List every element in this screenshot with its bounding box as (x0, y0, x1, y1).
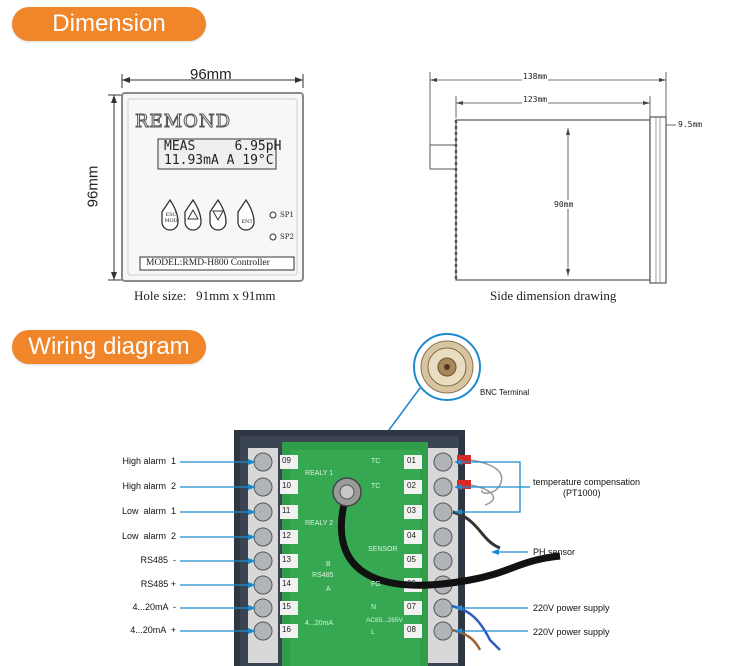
hole-size-caption: Hole size: 91mm x 91mm (134, 288, 276, 303)
board-right-text-tc1: TC (371, 458, 381, 465)
display-line-1: MEAS 6.95pH (164, 139, 282, 154)
board-left-text-realy1: REALY 1 (305, 470, 334, 477)
bnc-terminal-callout (357, 333, 481, 473)
terminal-11: 11 (282, 506, 291, 515)
board-right-text-n: N (371, 604, 377, 611)
board-left-text-realy2: REALY 2 (305, 520, 334, 527)
board-right-text-tc2: TC (371, 483, 381, 490)
terminal-12: 12 (282, 531, 291, 540)
side-dim-total: 138mm (522, 72, 549, 81)
model-plate: MODEL:RMD-H800 Controller (146, 258, 270, 268)
label-rs485-plus: RS485 + (140, 579, 176, 589)
dimension-section-title: Dimension (12, 7, 206, 41)
board-left-text-4-20ma: 4...20mA (305, 620, 334, 627)
label-power-supply-2: 220V power supply (533, 627, 610, 637)
terminal-01: 01 (407, 456, 416, 465)
front-buttons (161, 198, 255, 231)
terminal-09: 09 (282, 456, 291, 465)
label-low-alarm-2: Low alarm 2 (121, 531, 176, 541)
board-left-text-b: B (326, 561, 331, 568)
display-line-2: 11.93mA A 19°C (164, 153, 274, 168)
front-width-label: 96mm (190, 66, 232, 83)
terminal-10: 10 (282, 481, 291, 490)
indicator-sp1: SP1 (280, 211, 294, 219)
board-left-text-a: A (326, 586, 331, 593)
indicator-sp2: SP2 (280, 233, 294, 241)
terminal-05: 05 (407, 555, 416, 564)
label-bnc-terminal: BNC Terminal (480, 388, 530, 397)
label-high-alarm-2: High alarm 2 (122, 481, 176, 491)
right-leader-lines (454, 459, 530, 634)
terminal-13: 13 (282, 555, 291, 564)
terminal-04: 04 (407, 531, 416, 540)
label-4-20ma-plus: 4...20mA + (130, 625, 176, 635)
wiring-section-title: Wiring diagram (12, 330, 206, 364)
label-temp-compensation: temperature compensation (533, 477, 641, 487)
label-power-supply-1: 220V power supply (533, 603, 610, 613)
terminal-15: 15 (282, 602, 291, 611)
board-right-text-fg: FG (371, 581, 381, 588)
left-leader-lines (180, 459, 256, 634)
label-4-20ma-minus: 4...20mA - (132, 602, 176, 612)
board-left-text-rs485: RS485 (312, 572, 334, 579)
side-dim-body: 123mm (522, 95, 549, 104)
terminal-16: 16 (282, 625, 291, 634)
right-terminal-block (428, 448, 458, 663)
board-right-text-ac: AC85...265V (366, 617, 403, 624)
board-right-text-l: L (371, 629, 375, 636)
side-dim-height: 90mm (553, 200, 575, 209)
brand-logo: REMOND (134, 111, 232, 133)
label-rs485-minus: RS485 - (140, 555, 176, 565)
terminal-07: 07 (407, 602, 416, 611)
terminal-03: 03 (407, 506, 416, 515)
terminal-14: 14 (282, 579, 291, 588)
side-dim-front: 9.5mm (678, 120, 703, 129)
terminal-06: 06 (407, 579, 416, 588)
side-view (429, 72, 676, 284)
label-low-alarm-1: Low alarm 1 (121, 506, 176, 516)
bnc-connector-cable (332, 477, 561, 589)
ent-button-label: ENT (241, 219, 253, 225)
terminal-08: 08 (407, 625, 416, 634)
side-caption: Side dimension drawing (490, 288, 617, 303)
board-right-text-sensor: SENSOR (368, 546, 398, 553)
label-pt1000: (PT1000) (563, 488, 601, 498)
label-high-alarm-1: High alarm 1 (122, 456, 176, 466)
label-ph-sensor: PH sensor (533, 547, 576, 557)
front-view (108, 74, 304, 282)
terminal-02: 02 (407, 481, 416, 490)
